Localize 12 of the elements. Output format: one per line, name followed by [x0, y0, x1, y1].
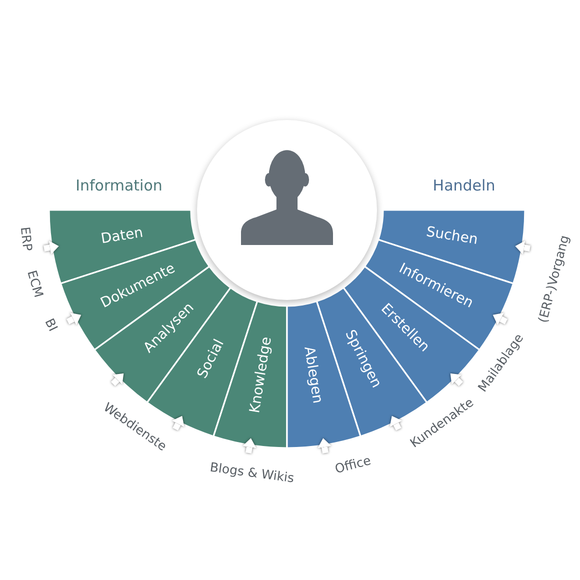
group-heading: Information — [76, 177, 162, 195]
segment-label: Suchen — [425, 224, 479, 248]
segment-label: Knowledge — [246, 336, 275, 414]
fan-segment — [94, 266, 231, 403]
segment-label: Daten — [100, 224, 144, 248]
outer-label: ERP — [17, 226, 34, 252]
outer-label: ECM — [24, 268, 46, 299]
outer-label: Office — [333, 453, 372, 476]
group-heading: Handeln — [432, 177, 496, 195]
outer-label: Blogs & Wikis — [209, 460, 295, 486]
segment-label: Ablegen — [300, 345, 326, 405]
outer-label: BI — [41, 316, 60, 334]
